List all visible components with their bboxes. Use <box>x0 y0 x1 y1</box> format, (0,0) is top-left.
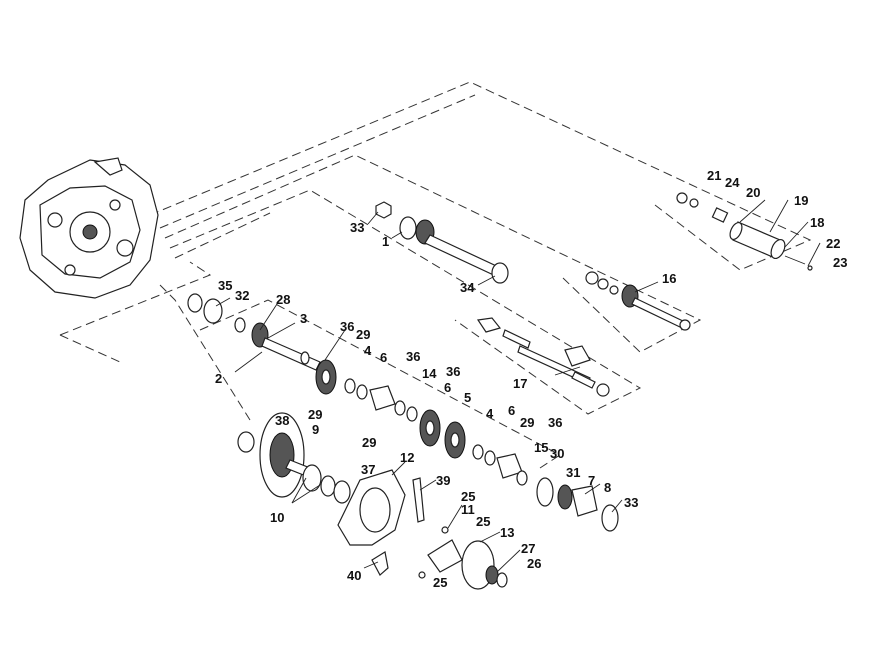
callout-21: 21 <box>707 168 721 183</box>
callout-14: 14 <box>422 366 437 381</box>
callout-17: 17 <box>513 376 527 391</box>
callout-24: 24 <box>725 175 740 190</box>
callout-15: 15 <box>534 440 548 455</box>
callout-8: 8 <box>604 480 611 495</box>
fork-shaft-assembly <box>476 317 610 397</box>
callout-29: 29 <box>356 327 370 342</box>
callout-2: 2 <box>215 371 222 386</box>
countershaft-assembly <box>187 293 528 486</box>
starter-shaft-assembly <box>676 192 813 271</box>
drive-gear-assembly <box>237 412 425 576</box>
callout-31: 31 <box>566 465 580 480</box>
callout-23: 23 <box>833 255 847 270</box>
callout-36: 36 <box>548 415 562 430</box>
callout-37: 37 <box>361 462 375 477</box>
callout-28: 28 <box>276 292 290 307</box>
callout-25: 25 <box>461 489 475 504</box>
callout-labels: 1 2 3 4 4 5 6 6 6 7 8 9 10 11 12 13 14 1… <box>215 168 847 590</box>
callout-4: 4 <box>364 343 372 358</box>
callout-11: 11 <box>461 502 475 517</box>
callout-5: 5 <box>464 390 471 405</box>
callout-18: 18 <box>810 215 824 230</box>
assembly-guide-lines <box>59 81 812 469</box>
output-sprocket-assembly <box>536 477 619 532</box>
callout-36: 36 <box>446 364 460 379</box>
callout-22: 22 <box>826 236 840 251</box>
callout-7: 7 <box>588 473 595 488</box>
callout-9: 9 <box>312 422 319 437</box>
callout-6: 6 <box>380 350 387 365</box>
callout-38: 38 <box>275 413 289 428</box>
main-shaft-assembly <box>375 201 509 284</box>
callout-1: 1 <box>382 234 389 249</box>
callout-35: 35 <box>218 278 232 293</box>
callout-25: 25 <box>433 575 447 590</box>
crankcase-housing <box>19 157 159 299</box>
callout-3: 3 <box>300 311 307 326</box>
callout-36: 36 <box>406 349 420 364</box>
callout-36: 36 <box>340 319 354 334</box>
shift-shaft-assembly <box>585 271 691 331</box>
callout-33: 33 <box>624 495 638 510</box>
callout-12: 12 <box>400 450 414 465</box>
callout-6: 6 <box>508 403 515 418</box>
callout-32: 32 <box>235 288 249 303</box>
callout-26: 26 <box>527 556 541 571</box>
callout-16: 16 <box>662 271 676 286</box>
callout-30: 30 <box>550 446 564 461</box>
callout-29: 29 <box>520 415 534 430</box>
callout-39: 39 <box>436 473 450 488</box>
callout-20: 20 <box>746 185 760 200</box>
callout-leader-lines <box>215 199 821 573</box>
callout-25: 25 <box>476 514 490 529</box>
callout-10: 10 <box>270 510 284 525</box>
callout-29: 29 <box>362 435 376 450</box>
callout-6: 6 <box>444 380 451 395</box>
selector-drum-assembly <box>418 526 508 590</box>
callout-33: 33 <box>350 220 364 235</box>
callout-4: 4 <box>486 406 494 421</box>
callout-27: 27 <box>521 541 535 556</box>
callout-29: 29 <box>308 407 322 422</box>
callout-40: 40 <box>347 568 361 583</box>
callout-13: 13 <box>500 525 514 540</box>
callout-19: 19 <box>794 193 808 208</box>
callout-34: 34 <box>460 280 475 295</box>
